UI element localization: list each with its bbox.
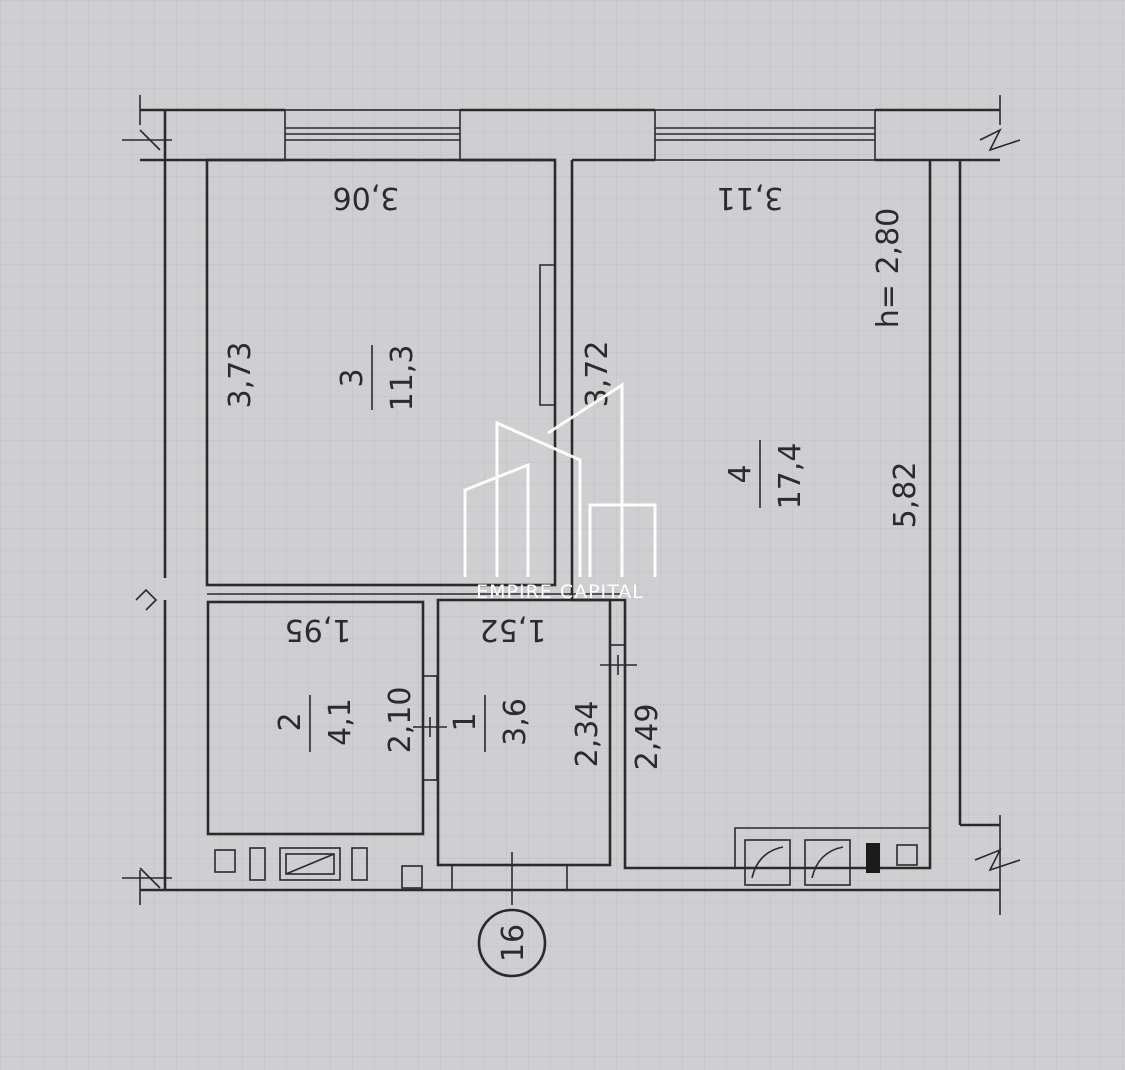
room-2-length: 2,10 xyxy=(383,687,418,754)
axis-marker xyxy=(477,908,547,978)
room-2-width: 1,95 xyxy=(285,612,352,647)
room-4-label: 4 17,4 xyxy=(723,440,808,509)
axis-label: 16 xyxy=(496,924,531,962)
outer-walls xyxy=(140,108,1000,892)
room-4-length-2: 5,82 xyxy=(888,462,923,529)
room-number: 4 xyxy=(723,464,758,483)
room-1-width: 1,52 xyxy=(480,612,547,647)
ventilation-shafts xyxy=(214,839,918,889)
dimension-ticks xyxy=(413,655,637,737)
room-3-label: 3 11,3 xyxy=(335,345,420,412)
room-3-length: 3,73 xyxy=(223,342,258,409)
room-area: 4,1 xyxy=(323,698,358,746)
wall-break-marks xyxy=(122,95,1021,915)
room-4-length: 3,72 xyxy=(580,341,615,408)
room-number: 2 xyxy=(273,712,308,731)
room-number: 1 xyxy=(448,712,483,731)
room-area: 17,4 xyxy=(773,443,808,510)
corridor-length: 2,49 xyxy=(630,704,665,771)
room-area: 11,3 xyxy=(385,345,420,412)
room-2-label: 2 4,1 xyxy=(273,695,358,752)
ceiling-height: h= 2,80 xyxy=(871,208,906,328)
room-3-walls xyxy=(205,158,557,587)
room-3-width: 3,06 xyxy=(333,180,400,215)
room-1-length: 2,34 xyxy=(570,701,605,768)
room-number: 3 xyxy=(335,368,370,387)
room-1-label: 1 3,6 xyxy=(448,695,533,752)
room-4-width: 3,11 xyxy=(717,180,784,215)
room-1-walls xyxy=(207,593,626,905)
watermark-text: EMPIRE CAPITAL xyxy=(476,581,644,603)
room-4-walls xyxy=(570,160,932,870)
watermark-logo: EMPIRE CAPITAL xyxy=(463,382,657,603)
window-right xyxy=(654,109,876,161)
room-area: 3,6 xyxy=(498,698,533,746)
